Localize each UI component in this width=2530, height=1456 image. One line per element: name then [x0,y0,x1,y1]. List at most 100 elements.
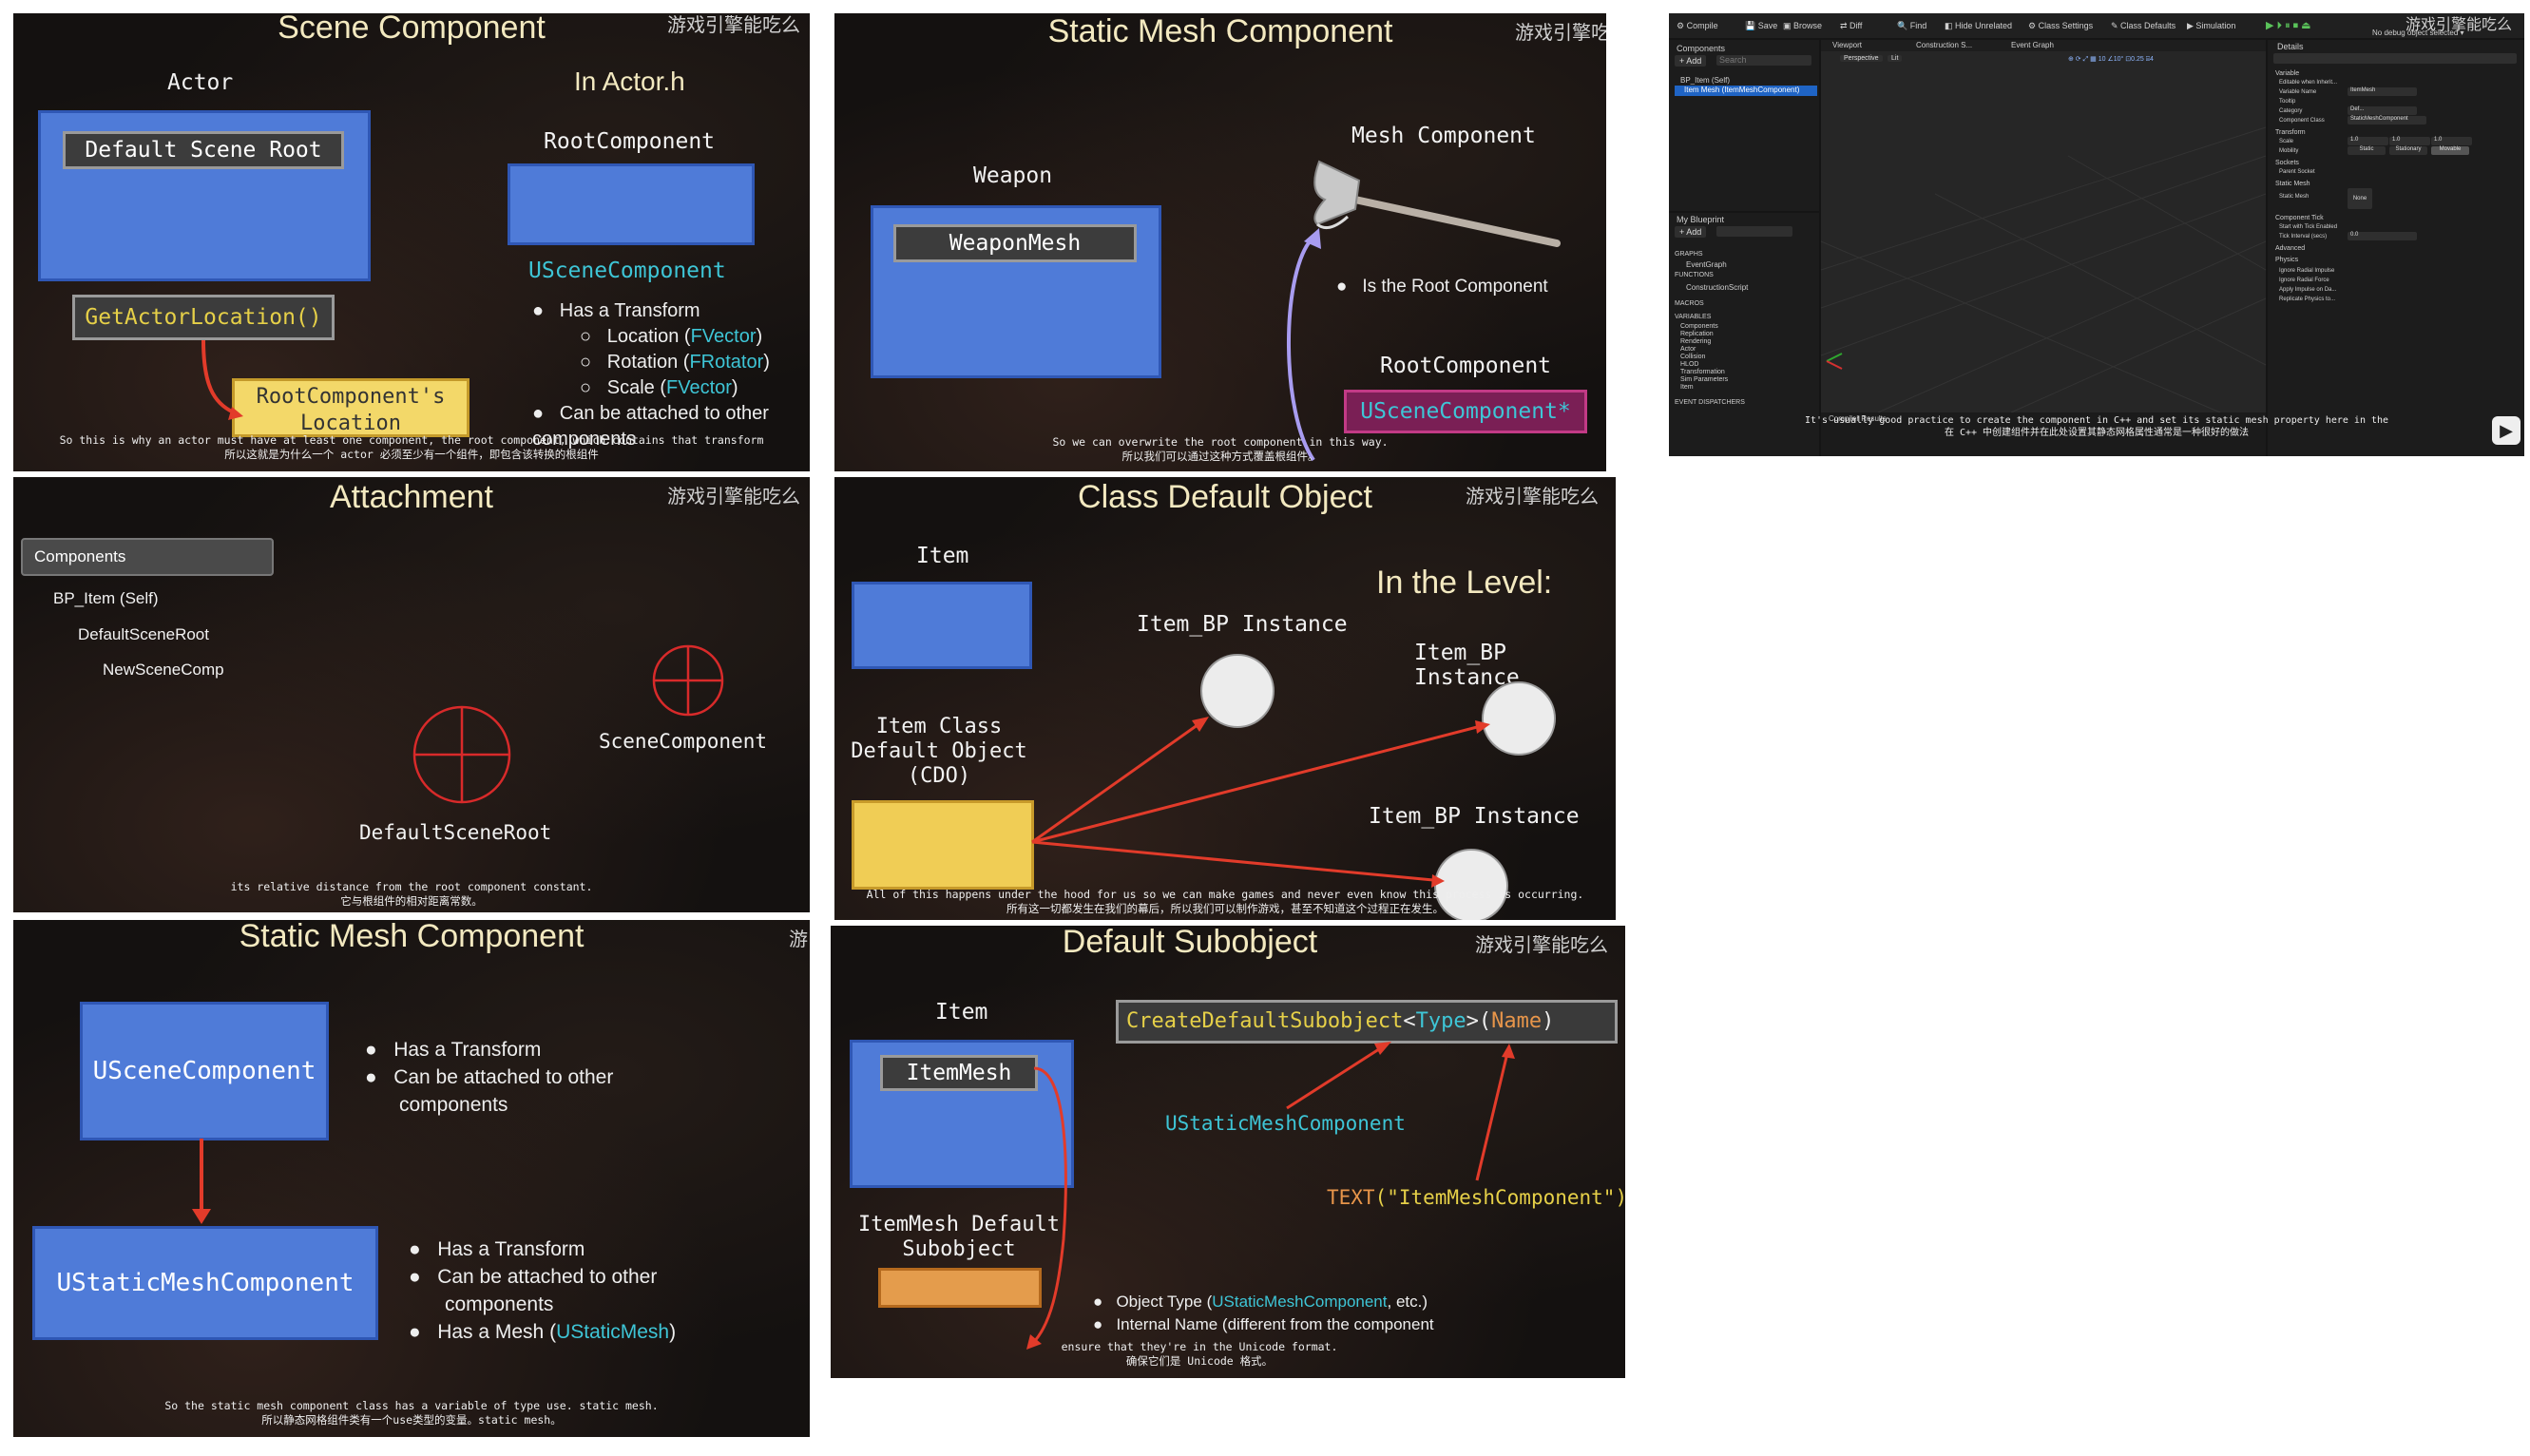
var-cat-2[interactable]: Rendering [1680,338,1712,345]
tab-construction[interactable]: Construction S... [1916,41,1973,49]
add-member-button[interactable]: + Add [1675,226,1707,238]
get-actor-location-box: GetActorLocation() [72,295,335,340]
section-advanced[interactable]: Advanced [2275,245,2306,252]
mobility-static[interactable]: Static [2348,146,2386,155]
editor-toolbar: ⚙ Compile 💾 Save ▣ Browse ⇄ Diff 🔍 Find … [1669,13,2524,38]
item-box [852,582,1032,669]
find-button[interactable]: 🔍 Find [1897,21,1927,30]
root-component-box [508,163,755,245]
details-tab[interactable]: Details [2277,42,2304,51]
var-cat-6[interactable]: Transformation [1680,369,1725,375]
compile-button[interactable]: ⚙ Compile [1677,21,1718,30]
my-blueprint-search-input[interactable] [1716,226,1792,237]
debug-object-selector[interactable]: No debug object selected ▾ [2372,29,2464,37]
row-category: Category [2279,108,2303,114]
watermark: 游戏引擎能吃么 [2405,17,2513,33]
var-cat-5[interactable]: HLOD [1680,361,1699,368]
row-variable-name: Variable Name [2279,89,2317,95]
variable-name-input[interactable]: ItemMesh [2348,87,2417,96]
my-blueprint-tab[interactable]: My Blueprint [1677,215,1725,224]
var-cat-3[interactable]: Actor [1680,346,1696,353]
viewport-tabs: Viewport Construction S... Event Graph [1821,40,2266,51]
var-cat-0[interactable]: Components [1680,323,1718,330]
scale-x[interactable]: 1.0 [2348,137,2388,145]
viewport-grid [1820,126,2267,413]
play-controls[interactable]: ▶ ⏵ ⏸ ⏹ ⏏ [2266,20,2311,31]
tab-viewport[interactable]: Viewport [1832,41,1862,49]
mobility-movable[interactable]: Movable [2431,146,2469,155]
component-class-select[interactable]: StaticMeshComponent [2348,116,2426,125]
hide-unrelated-button[interactable]: ◧ Hide Unrelated [1945,21,2013,30]
scene-component-crosshairs [412,644,724,804]
tree-default-scene-root[interactable]: DefaultSceneRoot [78,625,209,643]
row-apply-impulse: Apply Impulse on Da... [2279,287,2337,293]
var-cat-1[interactable]: Replication [1680,331,1714,337]
tree-self[interactable]: BP_Item (Self) [53,589,159,607]
subobject-box [878,1268,1042,1308]
mobility-stationary[interactable]: Stationary [2389,146,2427,155]
tree-item-self[interactable]: BP_Item (Self) [1680,76,1731,85]
tab-event-graph[interactable]: Event Graph [2011,41,2054,49]
graphs-section[interactable]: GRAPHS [1675,251,1703,258]
scene-component-label: SceneComponent [599,730,768,753]
section-static-mesh[interactable]: Static Mesh [2275,181,2310,187]
bullet-object-type: ● Object Type (UStaticMeshComponent, etc… [1093,1293,1428,1311]
root-component-label: RootComponent [544,129,716,154]
create-default-subobject-box: CreateDefaultSubobject<Type>(Name) [1116,1000,1618,1044]
section-variable[interactable]: Variable [2275,70,2300,77]
viewport[interactable]: Perspective Lit ⊕ ⟳ ⤢ ▦ 10 ∠10° ⊡0.25 ⌸4 [1820,51,2267,413]
browse-button[interactable]: ▣ Browse [1783,21,1823,30]
my-blueprint-panel: My Blueprint + Add GRAPHS EventGraph FUN… [1669,213,1819,456]
video-play-icon[interactable]: ▶ [2492,416,2520,445]
row-tick-interval: Tick Interval (secs) [2279,234,2328,239]
perspective-button[interactable]: Perspective [1840,55,1883,62]
section-transform[interactable]: Transform [2275,129,2306,136]
save-button[interactable]: 💾 Save [1745,21,1778,30]
ustatic-bullets: ● Has a Transform ● Can be attached to o… [409,1236,713,1346]
variables-section[interactable]: VARIABLES [1675,314,1712,320]
row-ignore-force: Ignore Radial Force [2279,278,2329,283]
compiler-results-tab[interactable]: Compiler Results [1829,414,1887,423]
category-select[interactable]: Def... [2348,106,2417,115]
lit-button[interactable]: Lit [1888,55,1903,62]
var-cat-8[interactable]: Item [1680,384,1694,391]
slide-title: Attachment [330,479,493,515]
subtitle: its relative distance from the root comp… [230,880,593,908]
class-settings-button[interactable]: ⚙ Class Settings [2028,21,2094,30]
class-defaults-button[interactable]: ✎ Class Defaults [2111,21,2176,30]
row-tooltip: Tooltip [2279,99,2296,105]
section-physics[interactable]: Physics [2275,257,2299,263]
components-search-input[interactable]: Search [1716,55,1811,66]
root-component-location-box: RootComponent's Location [232,378,470,437]
blueprint-editor: ⚙ Compile 💾 Save ▣ Browse ⇄ Diff 🔍 Find … [1669,13,2524,456]
dispatchers-section[interactable]: EVENT DISPATCHERS [1675,399,1745,406]
details-search-input[interactable] [2273,53,2517,64]
components-header[interactable]: Components [21,538,274,576]
graph-eventgraph[interactable]: EventGraph [1686,260,1727,269]
tree-item-mesh[interactable]: Item Mesh (ItemMeshComponent) [1675,86,1817,96]
add-component-button[interactable]: + Add [1675,55,1707,67]
functions-section[interactable]: FUNCTIONS [1675,272,1714,278]
bullet-transform-2: ● Has a Transform [409,1238,585,1260]
item-label: Item [935,1000,988,1025]
scale-y[interactable]: 1.0 [2389,137,2430,145]
section-component-tick[interactable]: Component Tick [2275,215,2324,221]
subtitle: So the static mesh component class has a… [164,1399,659,1427]
section-sockets[interactable]: Sockets [2275,160,2299,166]
tree-new-scene-comp[interactable]: NewSceneComp [103,661,224,679]
tick-interval-input[interactable]: 0.0 [2348,232,2417,240]
macros-section[interactable]: MACROS [1675,300,1704,307]
function-constructionscript[interactable]: ConstructionScript [1686,283,1749,292]
diff-button[interactable]: ⇄ Diff [1840,21,1863,30]
var-cat-4[interactable]: Collision [1680,354,1706,360]
uscene-component-box: USceneComponent [80,1002,329,1140]
scale-z[interactable]: 1.0 [2431,137,2472,145]
uscene-component-ptr-box: USceneComponent* [1344,390,1587,433]
simulation-button[interactable]: ▶ Simulation [2187,21,2236,30]
var-cat-7[interactable]: Sim Parameters [1680,376,1729,383]
components-tab[interactable]: Components [1677,44,1726,53]
row-parent-socket: Parent Socket [2279,169,2315,175]
bullet-transform: ● Has a Transform [365,1039,542,1061]
subtitle: So this is why an actor must have at lea… [59,433,764,461]
static-mesh-thumb[interactable]: None [2348,188,2372,209]
